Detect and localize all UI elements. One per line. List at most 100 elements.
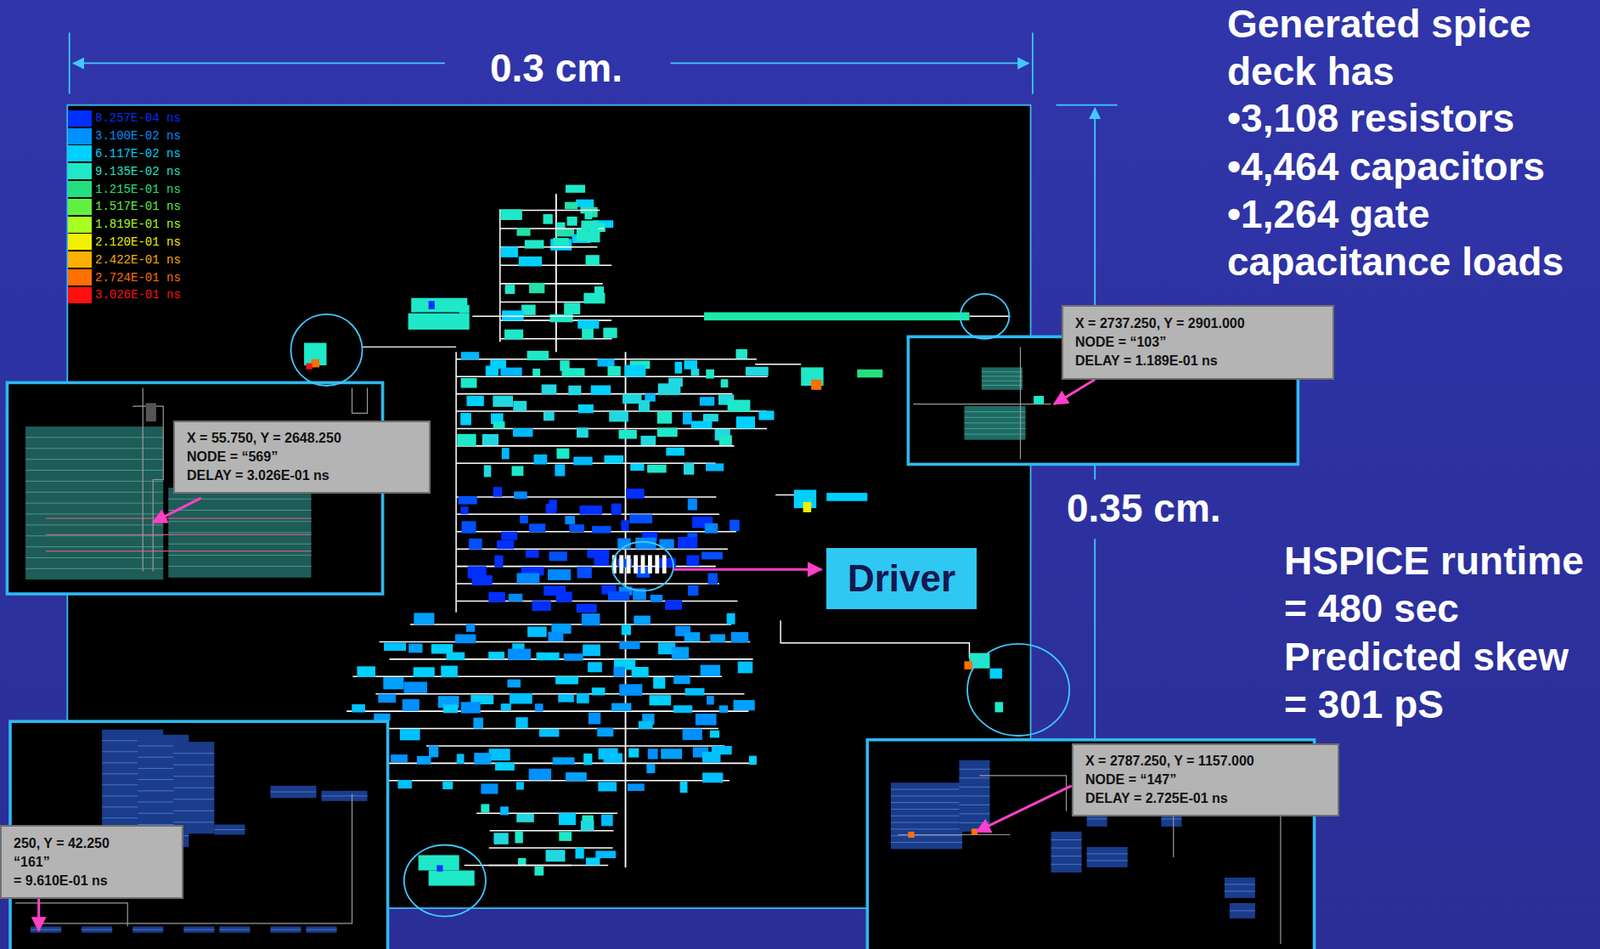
sink-blob <box>408 313 470 330</box>
stripe <box>963 411 1026 412</box>
net-segment <box>500 805 509 815</box>
net-segment <box>493 832 508 845</box>
net-segment <box>554 463 565 476</box>
wire <box>464 864 572 866</box>
legend-text: 8.257E-04 ns <box>95 109 181 127</box>
legend-swatch <box>67 180 92 198</box>
net-segment <box>583 753 592 765</box>
net-segment <box>702 751 721 763</box>
wire <box>456 582 720 585</box>
net-segment <box>657 411 672 423</box>
device-block <box>270 926 301 933</box>
net-segment <box>473 752 491 765</box>
net-segment <box>507 679 521 688</box>
net-segment <box>736 416 755 429</box>
net-segment <box>597 781 617 791</box>
net-segment <box>573 456 592 466</box>
probe-text: “161” <box>13 852 170 872</box>
stripe <box>168 520 311 522</box>
legend-row: 3.026E-01 ns <box>67 286 181 305</box>
net-segment <box>495 761 515 771</box>
stripe <box>305 929 337 930</box>
net-segment <box>516 573 540 584</box>
net-segment <box>758 410 774 420</box>
outline <box>1019 346 1021 459</box>
net-segment <box>518 256 542 267</box>
net-segment <box>574 847 584 859</box>
net-segment <box>556 448 570 459</box>
net-segment <box>721 378 729 388</box>
net-segment <box>611 503 622 515</box>
net-segment <box>582 644 601 657</box>
dimension-tick <box>1056 104 1118 107</box>
trunk-wire <box>455 351 457 612</box>
stripe <box>890 828 963 829</box>
sink-blob <box>856 369 883 378</box>
stripe <box>963 433 1026 435</box>
probe-callout: X = 2787.250, Y = 1157.000NODE = “147”DE… <box>1071 743 1340 817</box>
driver-cell <box>647 554 653 574</box>
stripe <box>890 815 963 817</box>
driver-cell <box>633 554 638 574</box>
sink-blob <box>994 701 1003 712</box>
net-segment <box>719 434 733 446</box>
net-segment <box>505 284 516 294</box>
net-segment <box>682 728 703 740</box>
device-block <box>981 366 1023 389</box>
legend-swatch <box>67 110 92 127</box>
net-segment <box>726 613 736 625</box>
net-segment <box>466 623 475 631</box>
net-segment <box>397 779 412 789</box>
highlight-circle <box>960 293 1010 339</box>
net-segment <box>660 748 682 759</box>
outline <box>897 833 1010 835</box>
long-net <box>704 312 970 322</box>
net-segment <box>738 661 754 674</box>
net-segment <box>597 727 614 737</box>
net-segment <box>677 536 698 548</box>
stripe <box>981 371 1023 372</box>
sink-blob <box>305 363 312 370</box>
stripe <box>890 841 963 843</box>
net-segment <box>638 721 654 729</box>
net-segment <box>509 692 533 705</box>
net-segment <box>413 666 435 677</box>
stripe <box>981 375 1023 377</box>
dimension-label: 0.3 cm. <box>445 44 667 92</box>
legend-text: 1.215E-01 ns <box>95 180 181 198</box>
stripe <box>890 794 963 796</box>
net-segment <box>473 717 483 729</box>
sink-blob <box>428 300 435 310</box>
net-segment <box>657 427 678 437</box>
net-segment <box>727 400 751 412</box>
net-segment <box>585 254 600 265</box>
stripe <box>1051 863 1082 865</box>
net-segment <box>488 591 506 603</box>
legend-row: 6.117E-02 ns <box>67 145 181 164</box>
net-segment <box>595 850 616 858</box>
net-segment <box>673 704 693 713</box>
stripe <box>132 929 164 930</box>
net-segment <box>556 222 565 231</box>
net-segment <box>684 360 698 370</box>
probe-text: X = 2737.250, Y = 2901.000 <box>1075 314 1321 333</box>
net-segment <box>577 320 599 329</box>
net-segment <box>588 712 601 725</box>
net-segment <box>567 216 578 226</box>
device-block <box>1229 902 1256 919</box>
sink-blob <box>963 660 973 670</box>
driver-cell <box>619 554 624 574</box>
net-segment <box>619 683 643 696</box>
net-segment <box>519 515 529 524</box>
net-segment <box>383 642 406 651</box>
net-segment <box>621 624 631 635</box>
stripe <box>168 531 311 533</box>
net-segment <box>702 771 723 783</box>
net-segment <box>576 603 598 613</box>
net-segment <box>460 412 472 425</box>
stripe <box>219 929 250 930</box>
net-segment <box>440 665 458 678</box>
overlays <box>39 293 1096 930</box>
net-segment <box>547 631 564 642</box>
net-segment <box>577 566 592 579</box>
